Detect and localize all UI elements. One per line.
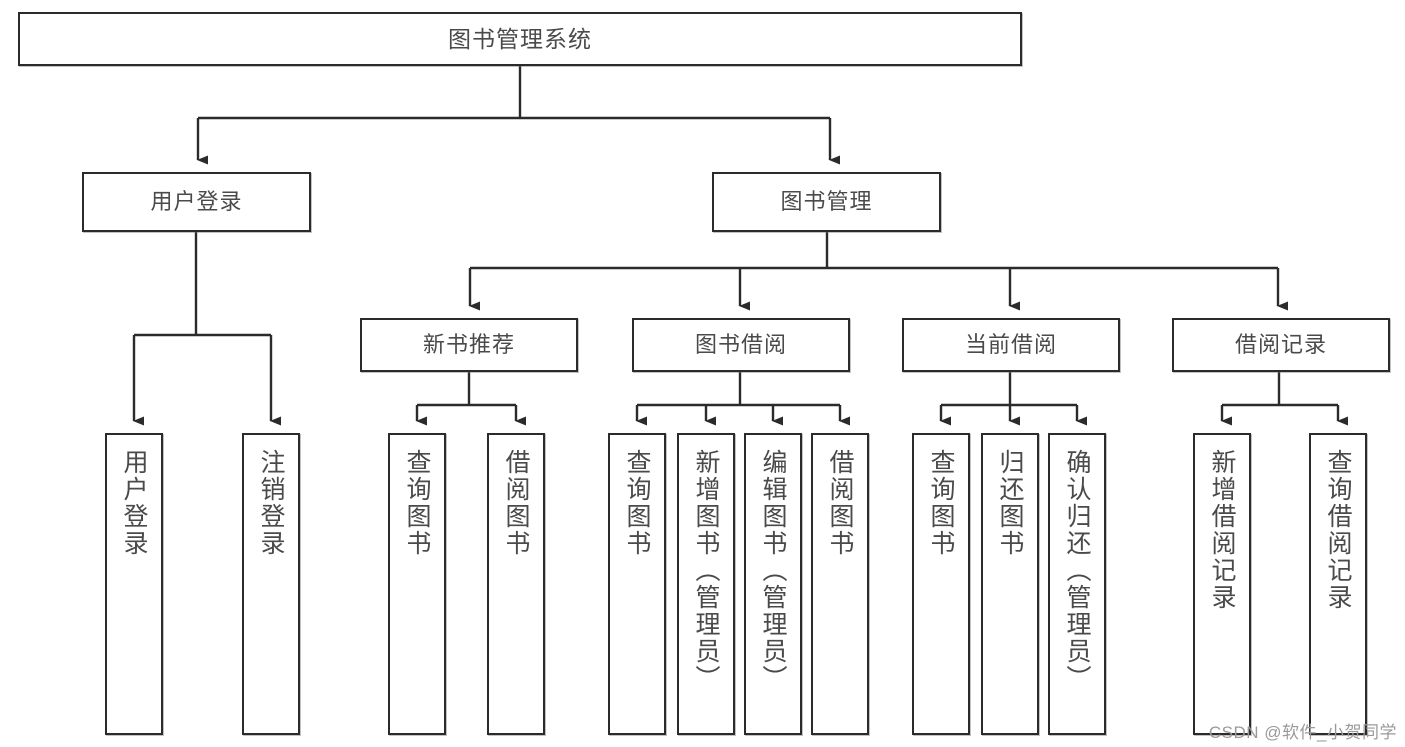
- leaf-user-login-login[interactable]: 用户登录: [105, 433, 163, 735]
- leaf-label: 编辑图书（管理员）: [759, 449, 787, 692]
- leaf-user-login-logout[interactable]: 注销登录: [242, 433, 300, 735]
- leaf-label: 新增图书（管理员）: [692, 449, 720, 692]
- node-new-book-recommend[interactable]: 新书推荐: [360, 318, 578, 372]
- node-borrow-record[interactable]: 借阅记录: [1172, 318, 1390, 372]
- leaf-recommend-borrow-book[interactable]: 借阅图书: [487, 433, 545, 735]
- leaf-label: 用户登录: [120, 449, 148, 557]
- leaf-record-query-record[interactable]: 查询借阅记录: [1309, 433, 1367, 735]
- node-user-login[interactable]: 用户登录: [82, 172, 311, 232]
- leaf-label: 借阅图书: [826, 449, 854, 557]
- leaf-borrow-edit-book-admin[interactable]: 编辑图书（管理员）: [744, 433, 802, 735]
- leaf-label: 新增借阅记录: [1208, 449, 1236, 611]
- leaf-label: 查询图书: [403, 449, 431, 557]
- leaf-label: 确认归还（管理员）: [1063, 449, 1091, 692]
- leaf-label: 查询图书: [927, 449, 955, 557]
- leaf-current-confirm-return-admin[interactable]: 确认归还（管理员）: [1048, 433, 1106, 735]
- leaf-recommend-query-book[interactable]: 查询图书: [388, 433, 446, 735]
- leaf-label: 归还图书: [996, 449, 1024, 557]
- node-book-management[interactable]: 图书管理: [712, 172, 941, 232]
- leaf-borrow-borrow-book[interactable]: 借阅图书: [811, 433, 869, 735]
- leaf-current-return-book[interactable]: 归还图书: [981, 433, 1039, 735]
- leaf-label: 查询借阅记录: [1324, 449, 1352, 611]
- node-book-borrow[interactable]: 图书借阅: [632, 318, 850, 372]
- node-root-system[interactable]: 图书管理系统: [18, 12, 1022, 66]
- leaf-current-query-book[interactable]: 查询图书: [912, 433, 970, 735]
- leaf-label: 查询图书: [623, 449, 651, 557]
- csdn-watermark: CSDN @软件_小贺同学: [1208, 723, 1397, 742]
- leaf-borrow-add-book-admin[interactable]: 新增图书（管理员）: [677, 433, 735, 735]
- leaf-label: 借阅图书: [502, 449, 530, 557]
- node-current-borrow[interactable]: 当前借阅: [902, 318, 1120, 372]
- leaf-borrow-query-book[interactable]: 查询图书: [608, 433, 666, 735]
- leaf-label: 注销登录: [257, 449, 285, 557]
- leaf-record-add-record[interactable]: 新增借阅记录: [1193, 433, 1251, 735]
